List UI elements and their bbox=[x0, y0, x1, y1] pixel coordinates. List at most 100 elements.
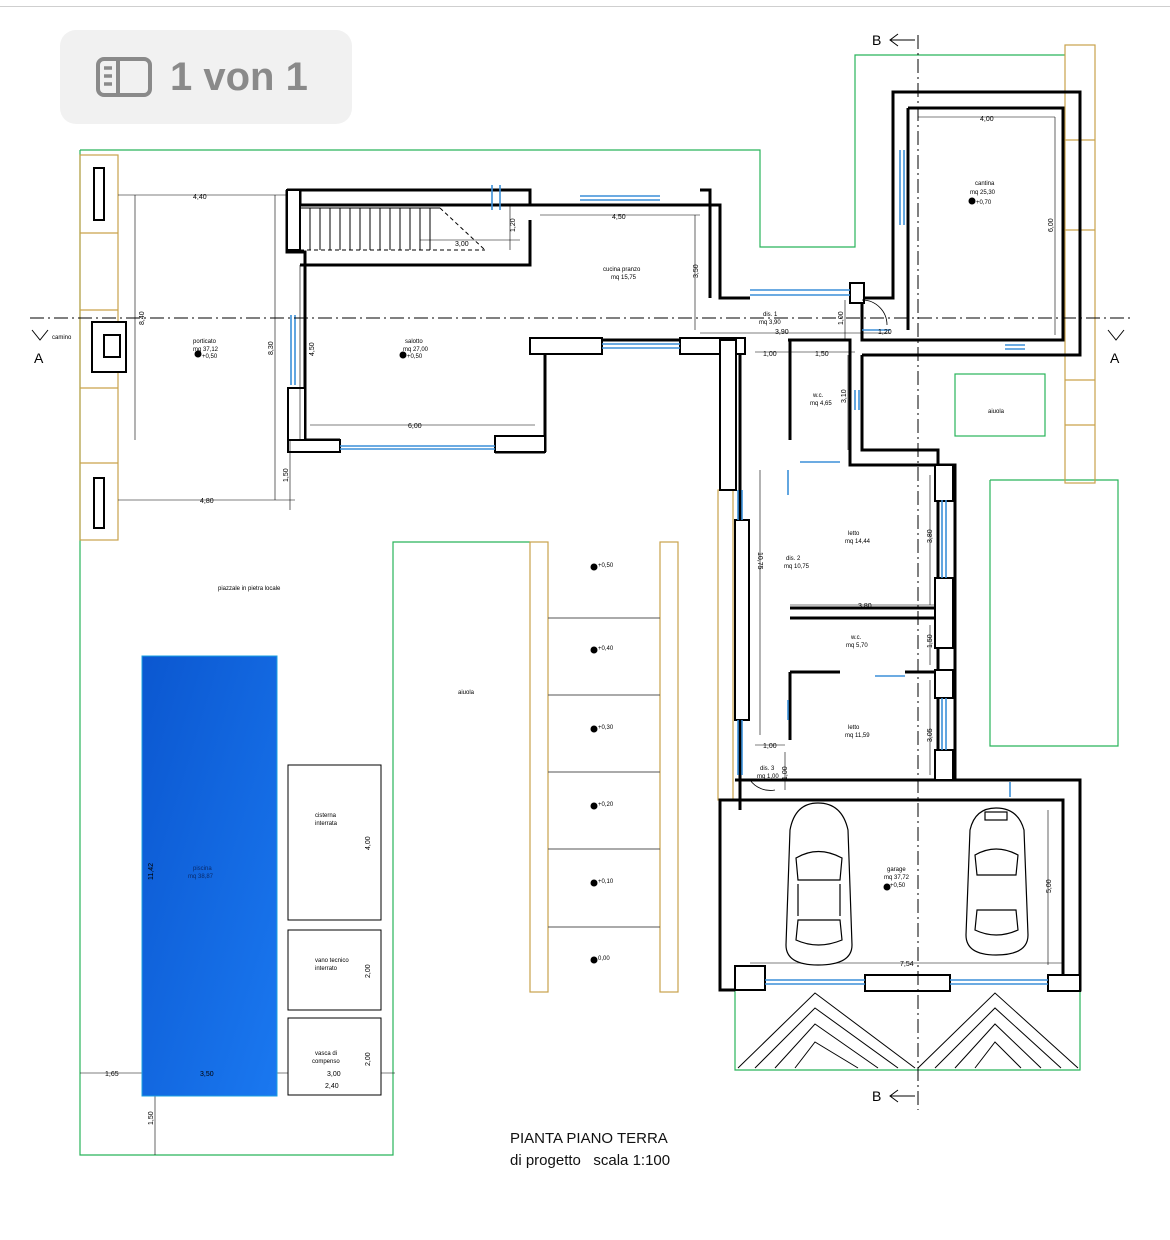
dim-1-00d: 1,00 bbox=[782, 766, 789, 780]
area-letto1: mq 14,44 bbox=[845, 539, 871, 545]
swimming-pool bbox=[141, 655, 278, 1097]
dim-4-80: 4,80 bbox=[200, 498, 214, 505]
label-cisterna-1: cisterna bbox=[315, 813, 337, 819]
ramp-level-2: +0,40 bbox=[598, 646, 614, 652]
level-porticato: +0,50 bbox=[202, 354, 218, 360]
walls bbox=[285, 90, 1082, 992]
dim-8-40: 8,40 bbox=[139, 311, 146, 325]
area-cucina: mq 15,75 bbox=[611, 275, 637, 281]
dim-6-00: 6,00 bbox=[408, 423, 422, 430]
label-piazzale: piazzale in pietra locale bbox=[218, 586, 281, 592]
caption-subtitle: di progetto scala 1:100 bbox=[510, 1152, 670, 1169]
dim-1-00b: 1,00 bbox=[763, 351, 777, 358]
ramp-steps bbox=[548, 617, 660, 928]
label-cucina: cucina pranzo bbox=[603, 267, 641, 273]
wall-fills bbox=[91, 167, 1081, 992]
label-dis2: dis. 2 bbox=[786, 556, 801, 562]
label-aiuola-mid: aiuola bbox=[458, 690, 475, 696]
dim-4-00: 4,00 bbox=[980, 116, 994, 123]
ramp-level-3: +0,30 bbox=[598, 725, 614, 731]
label-aiuola-right: aiuola bbox=[988, 409, 1005, 415]
section-b-top: B bbox=[872, 32, 881, 48]
area-dis1: mq 3,90 bbox=[759, 320, 781, 326]
dim-3-10: 3,10 bbox=[841, 389, 848, 403]
ramp-level-1: +0,50 bbox=[598, 563, 614, 569]
dim-1-50c: 1,50 bbox=[927, 634, 934, 648]
label-porticato: porticato bbox=[193, 339, 217, 345]
area-dis3: mq 1,00 bbox=[757, 774, 779, 780]
label-vasca-1: vasca di bbox=[315, 1051, 337, 1057]
dim-8-30: 8,30 bbox=[268, 341, 275, 355]
car-left-icon bbox=[785, 802, 853, 966]
ramp-level-6: 0,00 bbox=[598, 956, 610, 962]
dim-1-00c: 1,00 bbox=[763, 743, 777, 750]
section-a-left: A bbox=[34, 350, 44, 366]
page-view-icon bbox=[96, 57, 152, 97]
section-b-bottom: B bbox=[872, 1088, 881, 1104]
dim-1-50d: 1,50 bbox=[148, 1111, 155, 1125]
area-wc2: mq 5,70 bbox=[846, 643, 868, 649]
dim-3-80h: 3,80 bbox=[858, 603, 872, 610]
dim-4-50: 4,50 bbox=[612, 214, 626, 221]
dim-3-00: 3,00 bbox=[455, 241, 469, 248]
label-dis1: dis. 1 bbox=[763, 312, 778, 318]
car-right-icon bbox=[965, 807, 1029, 956]
dim-5-00: 5,00 bbox=[1046, 879, 1053, 893]
dim-1-00a: 1,00 bbox=[838, 311, 845, 325]
level-salotto: +0,50 bbox=[407, 354, 423, 360]
dim-1-20b: 1,20 bbox=[878, 329, 892, 336]
staircase bbox=[300, 207, 486, 251]
label-letto2: letto bbox=[848, 725, 860, 731]
area-piscina: mq 38,87 bbox=[188, 874, 214, 880]
dim-1-65: 1,65 bbox=[105, 1071, 119, 1078]
garage-entrance-chevrons bbox=[737, 992, 1079, 1069]
dim-7-54: 7,54 bbox=[900, 961, 914, 968]
label-cantina: cantina bbox=[975, 181, 995, 187]
dim-2-00b: 2,00 bbox=[365, 1052, 372, 1066]
label-cisterna-2: interrata bbox=[315, 821, 338, 827]
label-vano-2: interrato bbox=[315, 966, 338, 972]
label-wc2: w.c. bbox=[850, 635, 862, 641]
dim-3-50: 3,50 bbox=[693, 264, 700, 278]
dim-2-00a: 2,00 bbox=[365, 964, 372, 978]
label-vasca-2: compenso bbox=[312, 1059, 340, 1065]
label-wc1: w.c. bbox=[812, 393, 824, 399]
label-vano-1: vano tecnico bbox=[315, 958, 349, 964]
section-a-right: A bbox=[1110, 350, 1120, 366]
dim-3-05: 3,05 bbox=[927, 728, 934, 742]
page-indicator[interactable]: 1 von 1 bbox=[60, 30, 352, 124]
area-cantina: mq 25,30 bbox=[970, 190, 996, 196]
label-garage: garage bbox=[887, 867, 906, 873]
door-swings bbox=[749, 299, 888, 791]
dim-10-75: 10,75 bbox=[756, 552, 763, 570]
dim-6-00v: 6,00 bbox=[1048, 218, 1055, 232]
dim-4-40: 4,40 bbox=[193, 194, 207, 201]
ramp-level-5: +0,10 bbox=[598, 879, 614, 885]
label-dis3: dis. 3 bbox=[760, 766, 775, 772]
area-wc1: mq 4,65 bbox=[810, 401, 832, 407]
level-cantina: +0,70 bbox=[976, 200, 992, 206]
dim-11-42: 11,42 bbox=[148, 863, 155, 880]
dim-1-50b: 1,50 bbox=[815, 351, 829, 358]
dim-4-00b: 4,00 bbox=[365, 836, 372, 850]
top-divider bbox=[0, 6, 1170, 7]
ramp-level-4: +0,20 bbox=[598, 802, 614, 808]
area-garage: mq 37,72 bbox=[884, 875, 910, 881]
dim-3-50b: 3,50 bbox=[200, 1071, 214, 1078]
property-boundary bbox=[79, 54, 1119, 1156]
dim-1-20a: 1,20 bbox=[510, 218, 517, 232]
label-camino: camino bbox=[52, 335, 72, 341]
area-letto2: mq 11,59 bbox=[845, 733, 870, 739]
windows bbox=[290, 150, 1048, 985]
area-salotto: mq 27,00 bbox=[403, 347, 429, 353]
label-piscina: piscina bbox=[193, 866, 212, 872]
level-markers bbox=[194, 197, 976, 964]
label-letto1: letto bbox=[848, 531, 860, 537]
level-garage: +0,50 bbox=[890, 883, 906, 889]
dim-3-90: 3,90 bbox=[775, 329, 789, 336]
dim-3-80v: 3,80 bbox=[927, 529, 934, 543]
dim-2-40: 2,40 bbox=[325, 1083, 339, 1090]
dim-1-50a: 1,50 bbox=[283, 468, 290, 482]
dim-3-00b: 3,00 bbox=[327, 1071, 341, 1078]
